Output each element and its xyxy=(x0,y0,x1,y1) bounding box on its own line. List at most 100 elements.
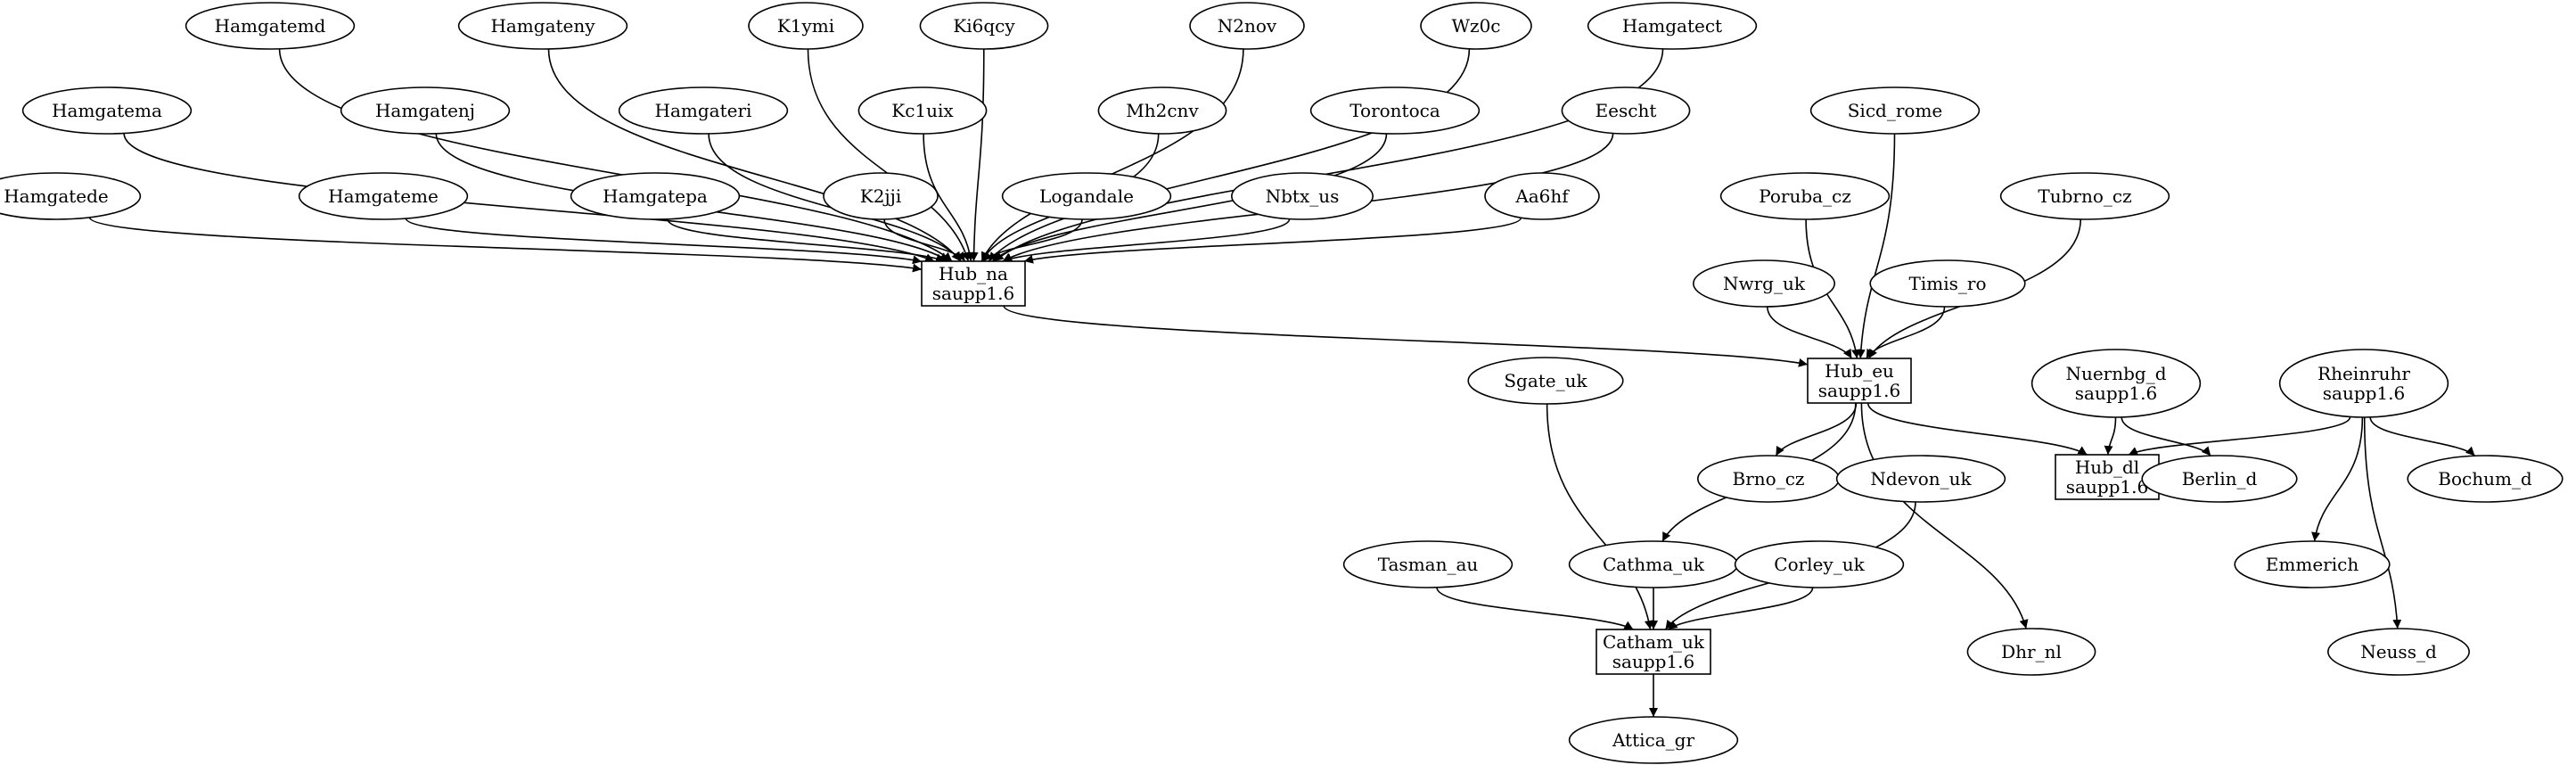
node-ellipse xyxy=(2030,349,2202,418)
node-hamgatect[interactable]: Hamgatect xyxy=(1587,2,1758,50)
node-kc1uix[interactable]: Kc1uix xyxy=(857,86,988,135)
node-label: Rheinruhr xyxy=(2318,363,2410,384)
edge-ki6qcy-to-hub_na xyxy=(969,48,985,262)
node-ellipse xyxy=(2141,455,2298,503)
node-ellipse xyxy=(1467,357,1624,405)
node-box xyxy=(1596,629,1711,675)
edge-nuernbg_d-to-hub_dl xyxy=(2104,416,2117,456)
node-label: Bochum_d xyxy=(2438,468,2532,489)
node-label: Nuernbg_d xyxy=(2065,363,2166,384)
node-eescht[interactable]: Eescht xyxy=(1561,86,1691,135)
node-label: Hamgatede xyxy=(4,185,109,207)
node-berlin_d[interactable]: Berlin_d xyxy=(2141,455,2298,503)
node-ellipse xyxy=(2278,349,2449,418)
node-ellipse xyxy=(857,86,988,135)
node-emmerich[interactable]: Emmerich xyxy=(2234,540,2391,588)
node-nwrg_uk[interactable]: Nwrg_uk xyxy=(1693,259,1836,308)
node-label: Berlin_d xyxy=(2182,468,2258,489)
node-tasman_au[interactable]: Tasman_au xyxy=(1342,540,1514,588)
node-label: Logandale xyxy=(1039,185,1134,207)
node-label: Sgate_uk xyxy=(1504,370,1587,391)
node-hamgateny[interactable]: Hamgateny xyxy=(457,2,628,50)
node-wz0c[interactable]: Wz0c xyxy=(1420,2,1532,50)
node-dhr_nl[interactable]: Dhr_nl xyxy=(1966,628,2096,676)
node-timis_ro[interactable]: Timis_ro xyxy=(1869,259,2026,308)
node-ki6qcy[interactable]: Ki6qcy xyxy=(919,2,1049,50)
node-hamgatemd[interactable]: Hamgatemd xyxy=(185,2,356,50)
node-label: Tasman_au xyxy=(1378,554,1479,575)
edge-hamgateme-to-hub_na xyxy=(405,218,923,265)
node-ellipse xyxy=(1734,540,1905,588)
node-hamgatema[interactable]: Hamgatema xyxy=(21,86,193,135)
node-hamgatepa[interactable]: Hamgatepa xyxy=(570,172,741,220)
node-brno_cz[interactable]: Brno_cz xyxy=(1697,455,1841,503)
edge-rheinruhr-to-neuss_d xyxy=(2363,416,2402,629)
edge-aa6hf-to-hub_na xyxy=(1023,217,1522,264)
node-aa6hf[interactable]: Aa6hf xyxy=(1484,172,1600,220)
node-label: K1ymi xyxy=(777,15,834,37)
node-corley_uk[interactable]: Corley_uk xyxy=(1734,540,1905,588)
node-sgate_uk[interactable]: Sgate_uk xyxy=(1467,357,1624,405)
node-hamgatede[interactable]: Hamgatede xyxy=(0,172,142,220)
node-mh2cnv[interactable]: Mh2cnv xyxy=(1097,86,1227,135)
node-neuss_d[interactable]: Neuss_d xyxy=(2327,628,2471,676)
node-sicd_rome[interactable]: Sicd_rome xyxy=(1809,86,1981,135)
node-label: Hamgatect xyxy=(1622,15,1722,37)
node-ellipse xyxy=(0,172,142,220)
node-ellipse xyxy=(1189,2,1305,50)
node-tubrno_cz[interactable]: Tubrno_cz xyxy=(1999,172,2170,220)
node-ellipse xyxy=(1835,455,2006,503)
node-label: Nwrg_uk xyxy=(1723,273,1806,294)
edge-hamgatemd-to-hub_na xyxy=(278,48,953,262)
node-hamgatenj[interactable]: Hamgatenj xyxy=(340,86,511,135)
node-label: Sicd_rome xyxy=(1848,100,1943,121)
edge-hub_na-to-hub_eu xyxy=(1003,305,1809,367)
node-box xyxy=(1807,358,1912,404)
node-box xyxy=(921,260,1026,307)
edge-tasman_au-to-catham_uk xyxy=(1436,587,1634,630)
node-ellipse xyxy=(1420,2,1532,50)
edge-sgate_uk-to-catham_uk xyxy=(1546,403,1653,630)
node-ellipse xyxy=(570,172,741,220)
node-ndevon_uk[interactable]: Ndevon_uk xyxy=(1835,455,2006,503)
node-n2nov[interactable]: N2nov xyxy=(1189,2,1305,50)
node-hamgateri[interactable]: Hamgateri xyxy=(618,86,789,135)
node-ellipse xyxy=(1719,172,1891,220)
node-ellipse xyxy=(2407,455,2564,503)
node-bochum_d[interactable]: Bochum_d xyxy=(2407,455,2564,503)
node-ellipse xyxy=(2327,628,2471,676)
node-ellipse xyxy=(1001,172,1172,220)
node-k1ymi[interactable]: K1ymi xyxy=(748,2,864,50)
node-hamgateme[interactable]: Hamgateme xyxy=(298,172,469,220)
node-ellipse xyxy=(1561,86,1691,135)
node-torontoca[interactable]: Torontoca xyxy=(1309,86,1481,135)
node-attica_gr[interactable]: Attica_gr xyxy=(1568,716,1739,764)
node-label: Nbtx_us xyxy=(1266,185,1340,207)
node-label: Corley_uk xyxy=(1774,554,1865,575)
node-nbtx_us[interactable]: Nbtx_us xyxy=(1231,172,1374,220)
edge-k2jji-to-hub_na xyxy=(883,218,966,262)
node-label: saupp1.6 xyxy=(1612,651,1694,672)
node-label: Neuss_d xyxy=(2360,641,2437,662)
edge-hamgateny-to-hub_na xyxy=(547,48,962,262)
node-logandale[interactable]: Logandale xyxy=(1001,172,1172,220)
node-k2jji[interactable]: K2jji xyxy=(823,172,939,220)
node-label: Hamgatemd xyxy=(215,15,326,37)
node-ellipse xyxy=(1693,259,1836,308)
edge-rheinruhr-to-bochum_d xyxy=(2369,416,2476,457)
node-label: Hamgateri xyxy=(655,100,752,121)
node-ellipse xyxy=(2234,540,2391,588)
node-label: Brno_cz xyxy=(1733,468,1805,489)
node-ellipse xyxy=(618,86,789,135)
edge-poruba_cz-to-hub_eu xyxy=(1805,218,1860,359)
node-poruba_cz[interactable]: Poruba_cz xyxy=(1719,172,1891,220)
node-label: Ndevon_uk xyxy=(1870,468,1972,489)
node-ellipse xyxy=(1097,86,1227,135)
node-cathma_uk[interactable]: Cathma_uk xyxy=(1568,540,1739,588)
